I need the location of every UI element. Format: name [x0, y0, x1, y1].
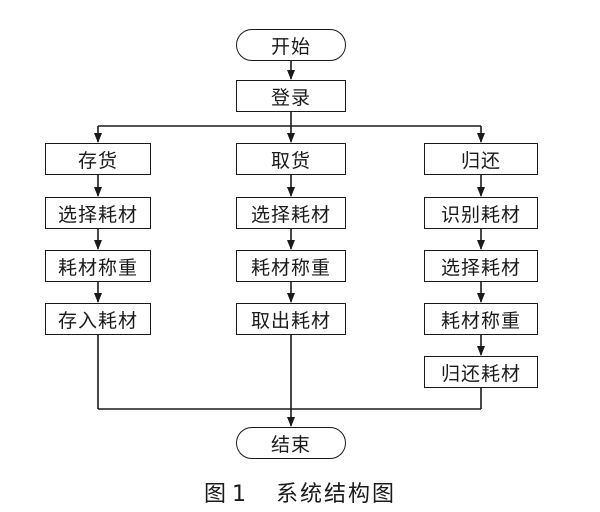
return-step-3-node: 耗材称重 [424, 303, 538, 335]
return-step-4-node: 归还耗材 [424, 356, 538, 388]
return-header-node: 归还 [424, 143, 538, 175]
take-step-1-node: 选择耗材 [236, 197, 346, 229]
take-step-2-node: 耗材称重 [236, 250, 346, 282]
store-step-2-node: 耗材称重 [45, 250, 151, 282]
return-step-2-node: 选择耗材 [424, 250, 538, 282]
store-header-node: 存货 [45, 143, 151, 175]
take-step-3-node: 取出耗材 [236, 303, 346, 335]
start-node: 开始 [236, 29, 346, 61]
caption-figure-label: 图 [203, 482, 228, 507]
caption-title: 系统结构图 [276, 482, 397, 507]
store-step-3-node: 存入耗材 [45, 303, 151, 335]
login-node: 登录 [236, 80, 346, 112]
store-step-1-node: 选择耗材 [45, 197, 151, 229]
caption-figure-number: 1 [232, 482, 248, 507]
return-step-1-node: 识别耗材 [424, 197, 538, 229]
end-node: 结束 [236, 427, 346, 459]
take-header-node: 取货 [236, 143, 346, 175]
